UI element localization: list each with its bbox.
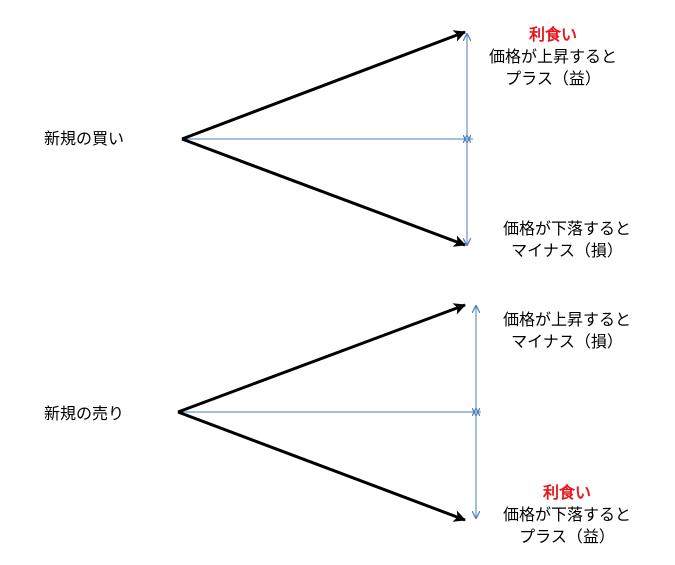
sell-up-arrow — [177, 303, 466, 414]
buy-label: 新規の買い — [44, 129, 125, 148]
sell-up-line1: 価格が上昇すると — [502, 310, 631, 329]
sell-down-arrow — [177, 410, 466, 522]
sell-section — [177, 303, 481, 522]
sell-up-line2: マイナス（損） — [511, 332, 623, 351]
buy-up-arrow — [181, 30, 466, 141]
buy-up-line1: 価格が上昇すると — [488, 47, 617, 66]
buy-down-line1: 価格が下落すると — [502, 219, 631, 238]
sell-down-annotation: 利食い 価格が下落すると プラス（益） — [492, 482, 642, 548]
sell-label: 新規の売り — [44, 404, 125, 423]
buy-up-line2: プラス（益） — [505, 69, 601, 88]
sell-down-line2: プラス（益） — [519, 527, 615, 546]
buy-section — [181, 30, 473, 247]
buy-down-line2: マイナス（損） — [511, 241, 623, 260]
buy-down-arrow — [181, 137, 466, 247]
buy-up-annotation: 利食い 価格が上昇すると プラス（益） — [478, 24, 628, 90]
sell-down-line1: 価格が下落すると — [502, 505, 631, 524]
buy-up-highlight: 利食い — [528, 25, 577, 44]
sell-down-highlight: 利食い — [542, 483, 591, 502]
buy-down-annotation: 価格が下落すると マイナス（損） — [492, 218, 642, 262]
sell-up-annotation: 価格が上昇すると マイナス（損） — [492, 309, 642, 353]
